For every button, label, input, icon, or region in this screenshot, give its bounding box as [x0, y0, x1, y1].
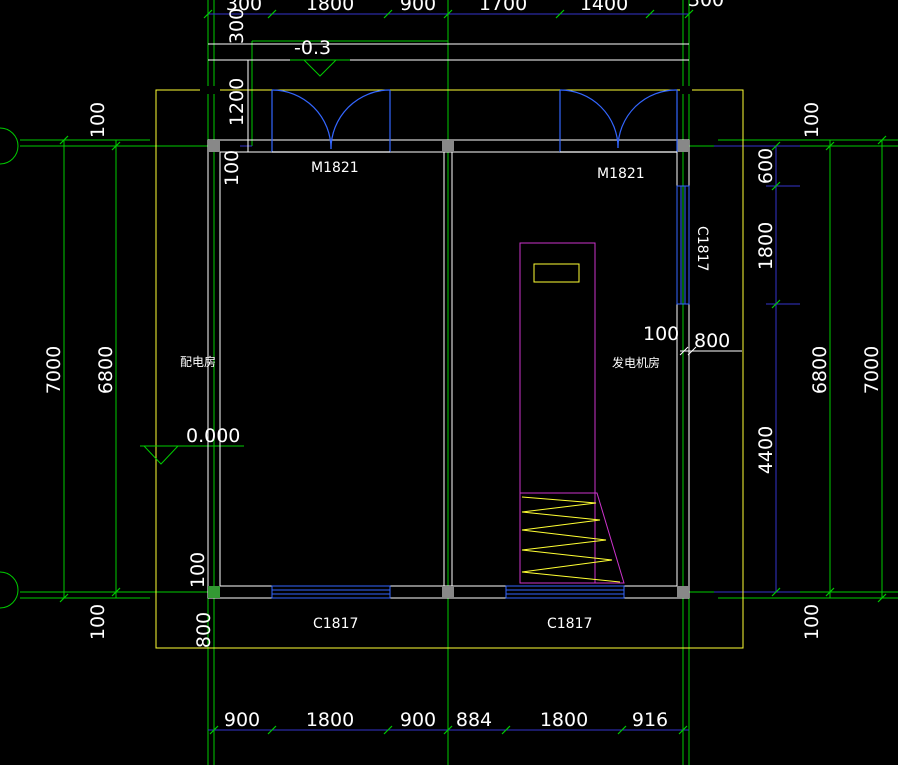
dim-bot-916: 916: [632, 709, 668, 731]
window-bottom-left: [271, 585, 391, 599]
room-label-generator: 发电机房: [612, 355, 660, 370]
dim-bot-900-b: 900: [400, 709, 436, 731]
window-bottom-right: [505, 585, 625, 599]
room-label-power-distribution: 配电房: [180, 354, 216, 369]
bottom-dimension-labels: 900 1800 900 884 1800 916: [224, 709, 668, 731]
right-outer-labels: 100 600 1800 4400 6800 7000 100: [755, 102, 883, 640]
axis-bubble-top: [0, 127, 19, 165]
dim-left-7000: 7000: [43, 346, 65, 394]
dim-top-300: 300: [226, 0, 262, 15]
dim-right-600: 600: [755, 148, 777, 184]
elevation-top-label: -0.3: [294, 37, 331, 59]
window-label-bottom-left: C1817: [313, 616, 358, 632]
outer-outline: [155, 89, 744, 649]
outline-mask-left: [200, 86, 220, 94]
dim-right-6800: 6800: [809, 346, 831, 394]
door-right: [559, 89, 678, 153]
top-dimension-labels: 300 1800 900 1700 1400 300: [226, 0, 724, 15]
dim-right-1800: 1800: [755, 222, 777, 270]
dim-right-100-a: 100: [801, 102, 823, 138]
dim-left-800: 800: [193, 612, 215, 648]
dim-top-1700: 1700: [479, 0, 527, 15]
dim-bot-1800-b: 1800: [540, 709, 588, 731]
dim-left-6800: 6800: [95, 346, 117, 394]
dim-left-100-top: 100: [221, 150, 243, 186]
dim-left-100-a: 100: [87, 102, 109, 138]
dim-right-7000: 7000: [861, 346, 883, 394]
outline-mask-right: [680, 86, 692, 94]
window-right: [676, 185, 690, 305]
elevation-floor-label: 0.000: [186, 425, 240, 447]
dim-top-1800: 1800: [306, 0, 354, 15]
door-left: [271, 89, 391, 153]
door-label-left: M1821: [311, 160, 359, 176]
dimension-lines: [208, 13, 800, 731]
door-label-right: M1821: [597, 166, 645, 182]
dim-left-1200: 1200: [226, 78, 248, 126]
dim-inner-800: 800: [694, 330, 730, 352]
columns: [208, 140, 689, 598]
left-outer-labels: 100 7000 6800 100: [43, 102, 117, 640]
axis-lines: [20, 0, 898, 765]
dimension-ticks: [59, 9, 887, 735]
dim-bot-884: 884: [456, 709, 492, 731]
axis-bubble-bottom: [0, 571, 19, 609]
left-small-labels: 300 1200 100 100 800: [187, 8, 248, 648]
dim-bot-1800: 1800: [306, 709, 354, 731]
generator-equipment: [519, 242, 625, 584]
dim-bot-900: 900: [224, 709, 260, 731]
elevation-marker-floor: [142, 445, 180, 465]
dim-top-300-right: 300: [688, 0, 724, 11]
dim-top-1400: 1400: [580, 0, 628, 15]
window-label-bottom-right: C1817: [547, 616, 592, 632]
dim-inner-100: 100: [643, 323, 679, 345]
dim-top-900: 900: [400, 0, 436, 15]
dim-left-300: 300: [226, 8, 248, 44]
window-label-right: C1817: [694, 226, 710, 271]
dim-right-4400: 4400: [755, 426, 777, 474]
room-dim-lines: [679, 346, 742, 356]
elevation-marker-top: [290, 59, 350, 77]
dim-right-100-b: 100: [801, 604, 823, 640]
dim-left-100-bot: 100: [187, 552, 209, 588]
dim-left-100-b: 100: [87, 604, 109, 640]
